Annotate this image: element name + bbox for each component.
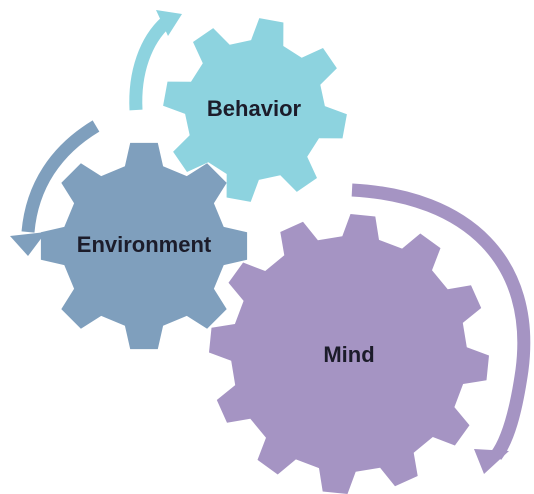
environment-gear-shape xyxy=(40,142,248,350)
behavior-gear-label: Behavior xyxy=(207,96,302,121)
mind-gear: Mind xyxy=(209,214,489,494)
environment-cycle-arrow xyxy=(10,120,100,256)
mind-arrow-head xyxy=(474,449,509,474)
behavior-arrow-head xyxy=(156,10,182,36)
behavior-cycle-arrow xyxy=(129,10,182,111)
mind-arrow-body xyxy=(351,183,531,460)
mind-cycle-arrow xyxy=(351,183,531,474)
environment-arrow-head xyxy=(10,232,46,256)
mind-gear-label: Mind xyxy=(323,342,374,367)
behavior-arrow-body xyxy=(129,17,171,111)
environment-gear-label: Environment xyxy=(77,232,212,257)
environment-gear: Environment xyxy=(40,142,248,350)
environment-arrow-body xyxy=(21,120,100,233)
mind-gear-shape xyxy=(209,214,489,494)
behavior-gear-shape xyxy=(163,18,347,202)
behavior-gear: Behavior xyxy=(163,18,347,202)
